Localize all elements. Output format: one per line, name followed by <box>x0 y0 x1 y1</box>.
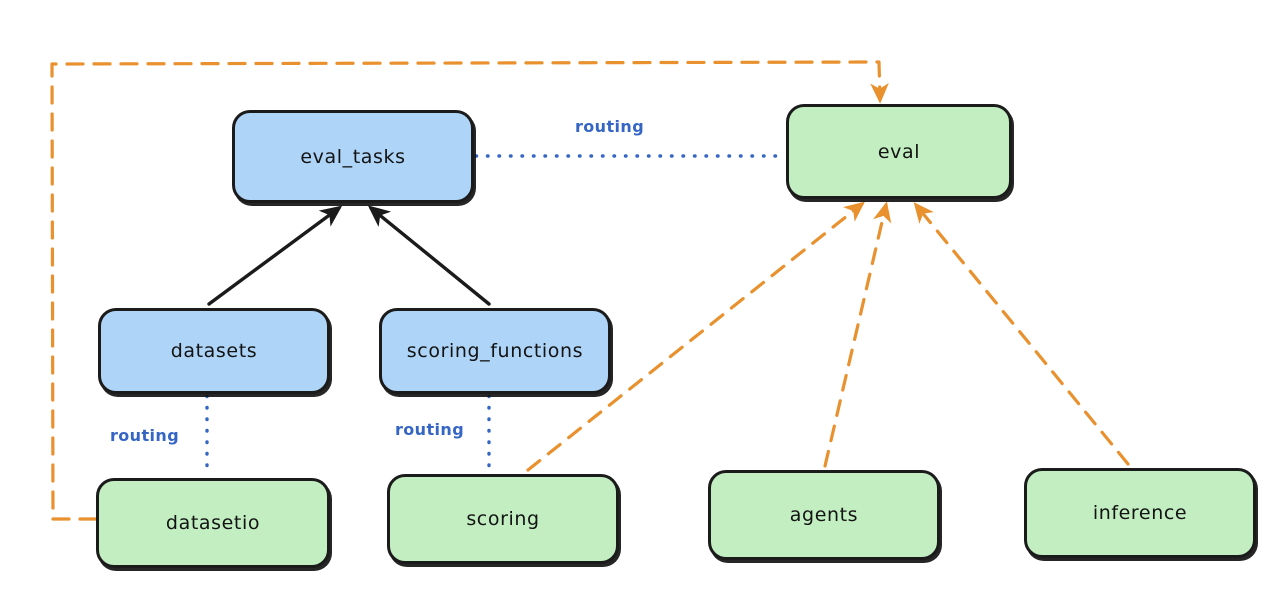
node-eval-tasks[interactable]: eval_tasks <box>232 110 474 203</box>
node-eval-label: eval <box>877 140 921 163</box>
node-datasets[interactable]: datasets <box>98 308 330 394</box>
node-eval[interactable]: eval <box>786 104 1012 199</box>
edge-scoring-eval <box>526 201 865 472</box>
node-inference-label: inference <box>1092 502 1188 524</box>
edge-label-scoring-routing: routing <box>395 420 465 439</box>
edge-scoring-functions-eval-tasks <box>367 205 491 306</box>
edge-datasets-eval-tasks <box>207 205 343 306</box>
node-datasets-label: datasets <box>170 340 258 362</box>
node-datasetio[interactable]: datasetio <box>96 478 330 568</box>
node-scoring-label: scoring <box>466 508 540 530</box>
edge-label-datasets-routing: routing <box>110 426 180 445</box>
node-agents-label: agents <box>789 504 859 526</box>
node-eval-tasks-label: eval_tasks <box>300 145 406 168</box>
node-datasetio-label: datasetio <box>165 512 261 534</box>
edge-datasetio-eval <box>50 60 889 521</box>
edge-inference-eval <box>913 202 1130 466</box>
edge-label-eval-tasks-routing: routing <box>575 117 645 136</box>
node-scoring-functions[interactable]: scoring_functions <box>379 308 611 394</box>
edge-agents-eval <box>823 201 892 468</box>
node-scoring[interactable]: scoring <box>387 474 619 564</box>
node-inference[interactable]: inference <box>1024 468 1256 558</box>
node-scoring-functions-label: scoring_functions <box>406 340 584 362</box>
node-agents[interactable]: agents <box>708 470 940 560</box>
